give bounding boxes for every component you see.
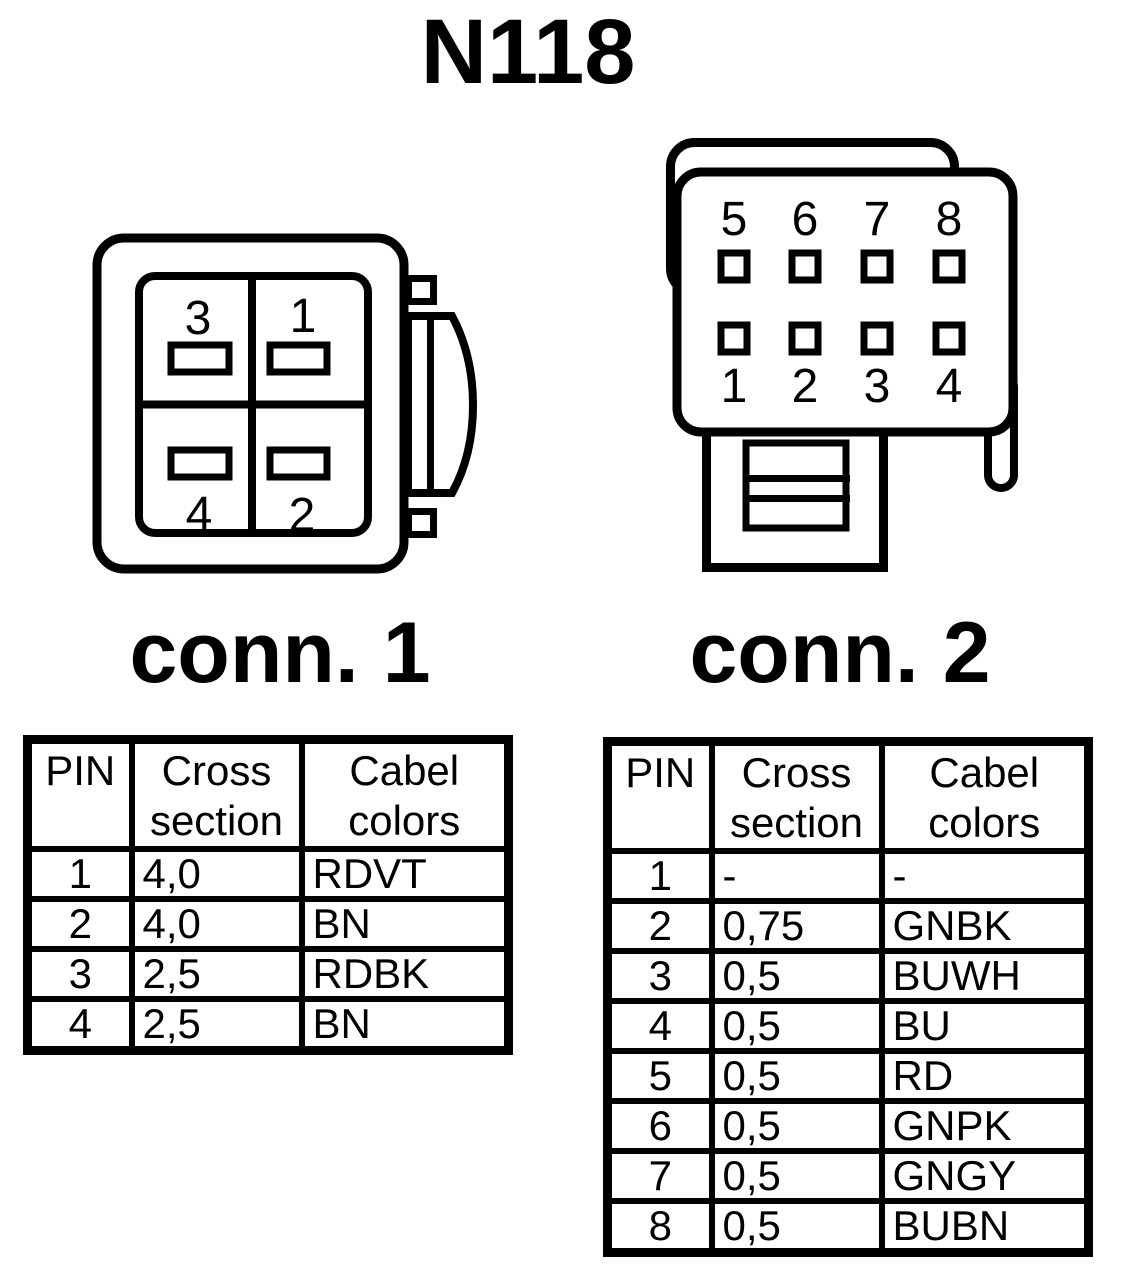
pin-socket-2 — [788, 321, 822, 356]
cable-color-cell: BUWH — [878, 948, 1092, 1004]
cable-color-cell: BUBN — [878, 1198, 1092, 1256]
connector1-table: PIN Cross section Cabel colors 1 4,0 RDV… — [23, 735, 513, 1055]
pin-number: 4 — [936, 360, 963, 413]
connector1-latch-top-tab — [405, 275, 437, 305]
pin-cell: 2 — [604, 898, 715, 954]
pin-socket-6 — [788, 249, 822, 284]
pin-socket-8 — [932, 249, 966, 284]
table-row: 1 4,0 RDVT — [24, 846, 512, 902]
cable-color-cell: RDBK — [298, 946, 512, 1002]
connector1-label: conn. 1 — [129, 605, 431, 701]
table-header-row: PIN Cross section Cabel colors — [604, 738, 1092, 854]
pin-socket-3 — [860, 321, 894, 356]
cable-color-cell: GNBK — [878, 898, 1092, 954]
pin-number: 4 — [186, 488, 213, 541]
pin-number: 7 — [864, 193, 891, 246]
cross-section-cell: 4,0 — [128, 846, 305, 902]
header-cable-colors: Cabel colors — [298, 736, 512, 852]
cross-section-cell: 0,75 — [708, 898, 885, 954]
cable-color-cell: BN — [298, 996, 512, 1054]
cable-color-cell: - — [878, 848, 1092, 904]
connector2-latch-inner — [742, 439, 850, 532]
connector1-latch-lever — [404, 312, 478, 497]
table-row: 8 0,5 BUBN — [604, 1198, 1092, 1256]
cross-section-cell: 0,5 — [708, 1048, 885, 1104]
table-header-row: PIN Cross section Cabel colors — [24, 736, 512, 852]
connector2-housing — [672, 167, 1018, 437]
table-row: 2 0,75 GNBK — [604, 898, 1092, 954]
header-pin: PIN — [604, 738, 715, 854]
cable-color-cell: GNGY — [878, 1148, 1092, 1204]
pin-cell: 7 — [604, 1148, 715, 1204]
page-title: N118 — [420, 1, 636, 103]
pin-slot-1 — [266, 341, 331, 376]
connector1-diagram: 3 1 4 2 — [92, 233, 478, 574]
table-row: 6 0,5 GNPK — [604, 1098, 1092, 1154]
pin-number: 2 — [289, 489, 316, 542]
cross-section-cell: 4,0 — [128, 896, 305, 952]
header-pin: PIN — [24, 736, 135, 852]
cross-section-cell: 0,5 — [708, 1148, 885, 1204]
cross-section-cell: 2,5 — [128, 946, 305, 1002]
table-row: 5 0,5 RD — [604, 1048, 1092, 1104]
pin-cell: 8 — [604, 1198, 715, 1256]
table-row: 7 0,5 GNGY — [604, 1148, 1092, 1204]
table-row: 4 0,5 BU — [604, 998, 1092, 1054]
table-row: 3 0,5 BUWH — [604, 948, 1092, 1004]
pin-socket-4 — [932, 321, 966, 356]
header-cable-colors: Cabel colors — [878, 738, 1092, 854]
connector2-diagram: 5 6 7 8 1 2 3 4 — [666, 138, 1018, 572]
pin-cell: 2 — [24, 896, 135, 952]
pin-number: 1 — [290, 290, 317, 343]
table-row: 2 4,0 BN — [24, 896, 512, 952]
pin-number: 5 — [721, 193, 748, 246]
cable-color-cell: GNPK — [878, 1098, 1092, 1154]
pin-cell: 4 — [604, 998, 715, 1054]
pin-socket-7 — [860, 249, 894, 284]
header-cross-section: Cross section — [128, 736, 305, 852]
cross-section-cell: 0,5 — [708, 1098, 885, 1154]
cross-section-cell: 0,5 — [708, 1198, 885, 1256]
pin-socket-5 — [717, 249, 751, 284]
cross-section-cell: - — [708, 848, 885, 904]
pin-number: 2 — [792, 360, 819, 413]
pin-slot-3 — [167, 341, 233, 376]
cable-color-cell: RDVT — [298, 846, 512, 902]
pin-cell: 1 — [24, 846, 135, 902]
header-cross-section: Cross section — [708, 738, 885, 854]
cross-section-cell: 0,5 — [708, 998, 885, 1054]
pin-cell: 3 — [24, 946, 135, 1002]
pin-cell: 5 — [604, 1048, 715, 1104]
pin-cell: 3 — [604, 948, 715, 1004]
pin-slot-4 — [167, 446, 233, 481]
pin-socket-1 — [717, 321, 751, 356]
cable-color-cell: BN — [298, 896, 512, 952]
cable-color-cell: RD — [878, 1048, 1092, 1104]
pin-number: 3 — [185, 292, 212, 345]
cross-section-cell: 2,5 — [128, 996, 305, 1054]
cross-section-cell: 0,5 — [708, 948, 885, 1004]
connector2-table: PIN Cross section Cabel colors 1 - - 2 0… — [603, 737, 1093, 1257]
cable-color-cell: BU — [878, 998, 1092, 1054]
pin-cell: 6 — [604, 1098, 715, 1154]
connector2-label: conn. 2 — [689, 605, 991, 701]
pin-slot-2 — [266, 446, 331, 481]
pin-number: 6 — [792, 193, 819, 246]
pin-number: 8 — [936, 193, 963, 246]
table-row: 1 - - — [604, 848, 1092, 904]
table-row: 4 2,5 BN — [24, 996, 512, 1054]
connector1-latch-bottom-tab — [405, 508, 437, 538]
pin-cell: 1 — [604, 848, 715, 904]
pin-number: 1 — [721, 360, 748, 413]
pin-cell: 4 — [24, 996, 135, 1054]
pin-number: 3 — [864, 360, 891, 413]
table-row: 3 2,5 RDBK — [24, 946, 512, 1002]
